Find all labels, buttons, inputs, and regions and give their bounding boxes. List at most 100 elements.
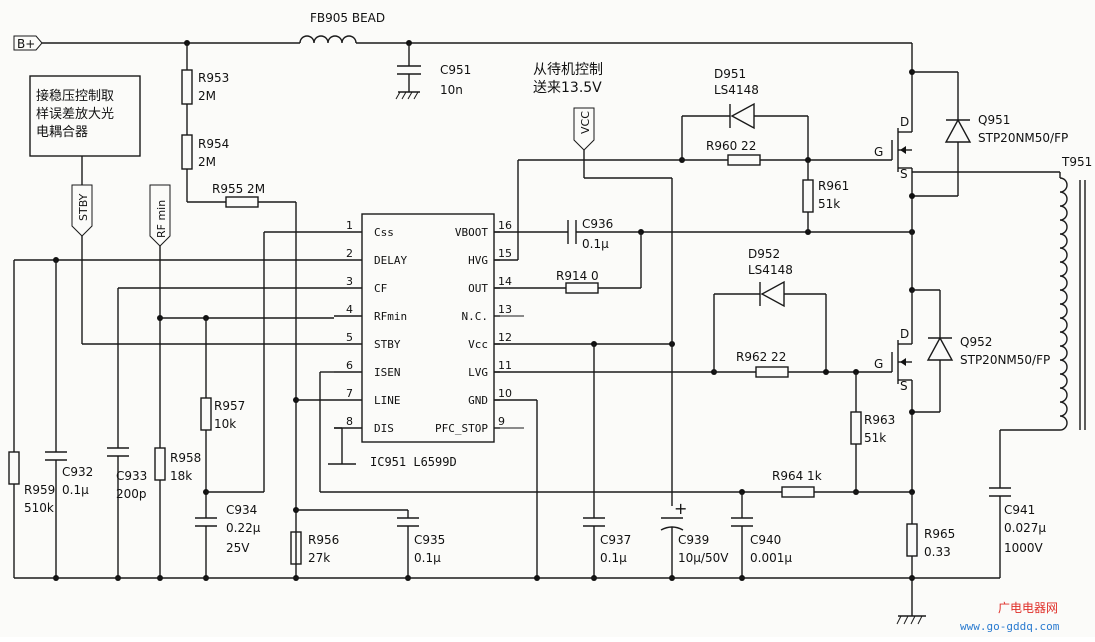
watermark-title: 广电电器网: [998, 601, 1058, 615]
ic-left-pin-number: 7: [346, 387, 353, 400]
transformer-t951: T951: [911, 155, 1092, 488]
r960-resistor: [727, 154, 761, 166]
q952-value: STP20NM50/FP: [960, 353, 1050, 367]
ic-left-pin-number: 3: [346, 275, 353, 288]
c937-value: 0.1μ: [600, 551, 627, 565]
ic951-chip: IC951 L6599D: [361, 213, 495, 469]
q952-g-pin: G: [874, 357, 883, 371]
c941-ref: C941: [1004, 503, 1035, 517]
r963-ref: R963: [864, 413, 895, 427]
fb905-bead-coil: [299, 35, 357, 44]
rfmin-flag: RF min: [149, 184, 334, 448]
c939-value: 10μ/50V: [678, 551, 729, 565]
r956-value: 27k: [308, 551, 330, 565]
ic-right-pin-name: VBOOT: [455, 226, 488, 239]
delay-network: R959 510k C932 0.1μ: [8, 257, 334, 581]
c934-value: 0.22μ: [226, 521, 261, 535]
vcc-input: 从待机控制 送来13.5V VCC: [533, 62, 673, 506]
cf-network: C933 200p: [107, 287, 334, 581]
r963-resistor: [850, 411, 862, 445]
r956-resistor: [290, 531, 302, 565]
q951-d-pin: D: [900, 115, 909, 129]
r958-value: 18k: [170, 469, 192, 483]
ic-left-pin-name: RFmin: [374, 310, 407, 323]
ic-right-pin-number: 9: [498, 415, 505, 428]
standby-note-line2: 送来13.5V: [533, 80, 602, 96]
box-line3: 电耦合器: [36, 125, 88, 140]
line-network: R956 27k C935 0.1μ: [290, 397, 445, 581]
r965-value: 0.33: [924, 545, 951, 559]
r955-resistor: [225, 196, 259, 208]
ic-pins: 1Css2DELAY3CF4RFmin5STBY6ISEN7LINE8DIS16…: [334, 219, 512, 435]
vcc-caps: C937 0.1μ + C939 10μ/50V C940 0.001μ: [583, 344, 792, 581]
d952-value: LS4148: [748, 263, 793, 277]
r965-ref: R965: [924, 527, 955, 541]
r961-ref: R961: [818, 179, 849, 193]
stby-flag: STBY: [71, 184, 334, 345]
r963-value: 51k: [864, 431, 886, 445]
r959-value: 510k: [24, 501, 54, 515]
ic-left-pin-number: 8: [346, 415, 353, 428]
r965-resistor: [906, 523, 918, 557]
c935-ref: C935: [414, 533, 445, 547]
r953-value: 2M: [198, 89, 216, 103]
q951-ref: Q951: [978, 113, 1010, 127]
c939-ref: C939: [678, 533, 709, 547]
c951-capacitor: C951 10n: [395, 43, 471, 100]
standby-note-line1: 从待机控制: [533, 62, 603, 78]
r955-label: R955 2M: [212, 182, 265, 196]
ic-name: IC951 L6599D: [370, 455, 457, 469]
r964-label: R964 1k: [772, 469, 822, 483]
vcc-flag-label: VCC: [579, 111, 592, 134]
ic-right-pin-number: 16: [498, 219, 512, 232]
ic-left-pin-name: CF: [374, 282, 387, 295]
q951-mosfet: D G S Q951 STP20NM50/FP: [874, 69, 1068, 232]
c941-value: 0.027μ: [1004, 521, 1046, 535]
c939-plus-sign: +: [674, 499, 687, 518]
r962-label: R962 22: [736, 350, 786, 364]
c937-ref: C937: [600, 533, 631, 547]
q952-mosfet: D G S Q952 STP20NM50/FP: [874, 287, 1050, 492]
ic-right-pin-number: 12: [498, 331, 512, 344]
r914-label: R914 0: [556, 269, 599, 283]
ic-left-pin-number: 4: [346, 303, 353, 316]
r959-resistor: [8, 451, 20, 485]
ic-right-pin-number: 14: [498, 275, 512, 288]
ic-right-pin-name: N.C.: [462, 310, 489, 323]
ic-right-pin-name: LVG: [468, 366, 488, 379]
r961-value: 51k: [818, 197, 840, 211]
q952-ref: Q952: [960, 335, 992, 349]
low-gate-network: D952 LS4148 R962 22 R963 51k: [713, 247, 895, 495]
watermark: 广电电器网 www.go-gddq.com: [960, 601, 1060, 633]
ic-left-pin-number: 6: [346, 359, 353, 372]
rfmin-network: R958 18k R957 10k C934 0.22μ 25V: [154, 231, 334, 581]
c936-value: 0.1μ: [582, 237, 609, 251]
ic-right-pin-number: 13: [498, 303, 512, 316]
r959-ref: R959: [24, 483, 55, 497]
ic-right-pin-number: 10: [498, 387, 512, 400]
c951-value: 10n: [440, 83, 463, 97]
c933-value: 200p: [116, 487, 147, 501]
ic-left-pin-number: 5: [346, 331, 353, 344]
r956-ref: R956: [308, 533, 339, 547]
r954-value: 2M: [198, 155, 216, 169]
top-rail: B+ FB905 BEAD: [13, 11, 913, 72]
d951-value: LS4148: [714, 83, 759, 97]
r954-resistor: [181, 134, 193, 170]
bplus-label: B+: [17, 37, 35, 51]
ic-right-wiring: C936 0.1μ R914 0: [494, 157, 915, 578]
c940-ref: C940: [750, 533, 781, 547]
q952-d-pin: D: [900, 327, 909, 341]
box-line1: 接稳压控制取: [36, 88, 114, 104]
ic-left-pin-name: STBY: [374, 338, 401, 351]
ic-left-pin-name: LINE: [374, 394, 401, 407]
ic-right-pin-name: HVG: [468, 254, 488, 267]
c935-value: 0.1μ: [414, 551, 441, 565]
r953-r954-chain: R953 2M R954 2M R955 2M: [181, 43, 297, 578]
r953-ref: R953: [198, 71, 229, 85]
current-sense: R964 1k R965 0.33 C941 0.027μ 1000V: [772, 469, 1046, 625]
q952-s-pin: S: [900, 379, 908, 393]
ic-right-pin-name: GND: [468, 394, 488, 407]
rfmin-flag-label: RF min: [155, 200, 168, 238]
d952-ref: D952: [748, 247, 780, 261]
